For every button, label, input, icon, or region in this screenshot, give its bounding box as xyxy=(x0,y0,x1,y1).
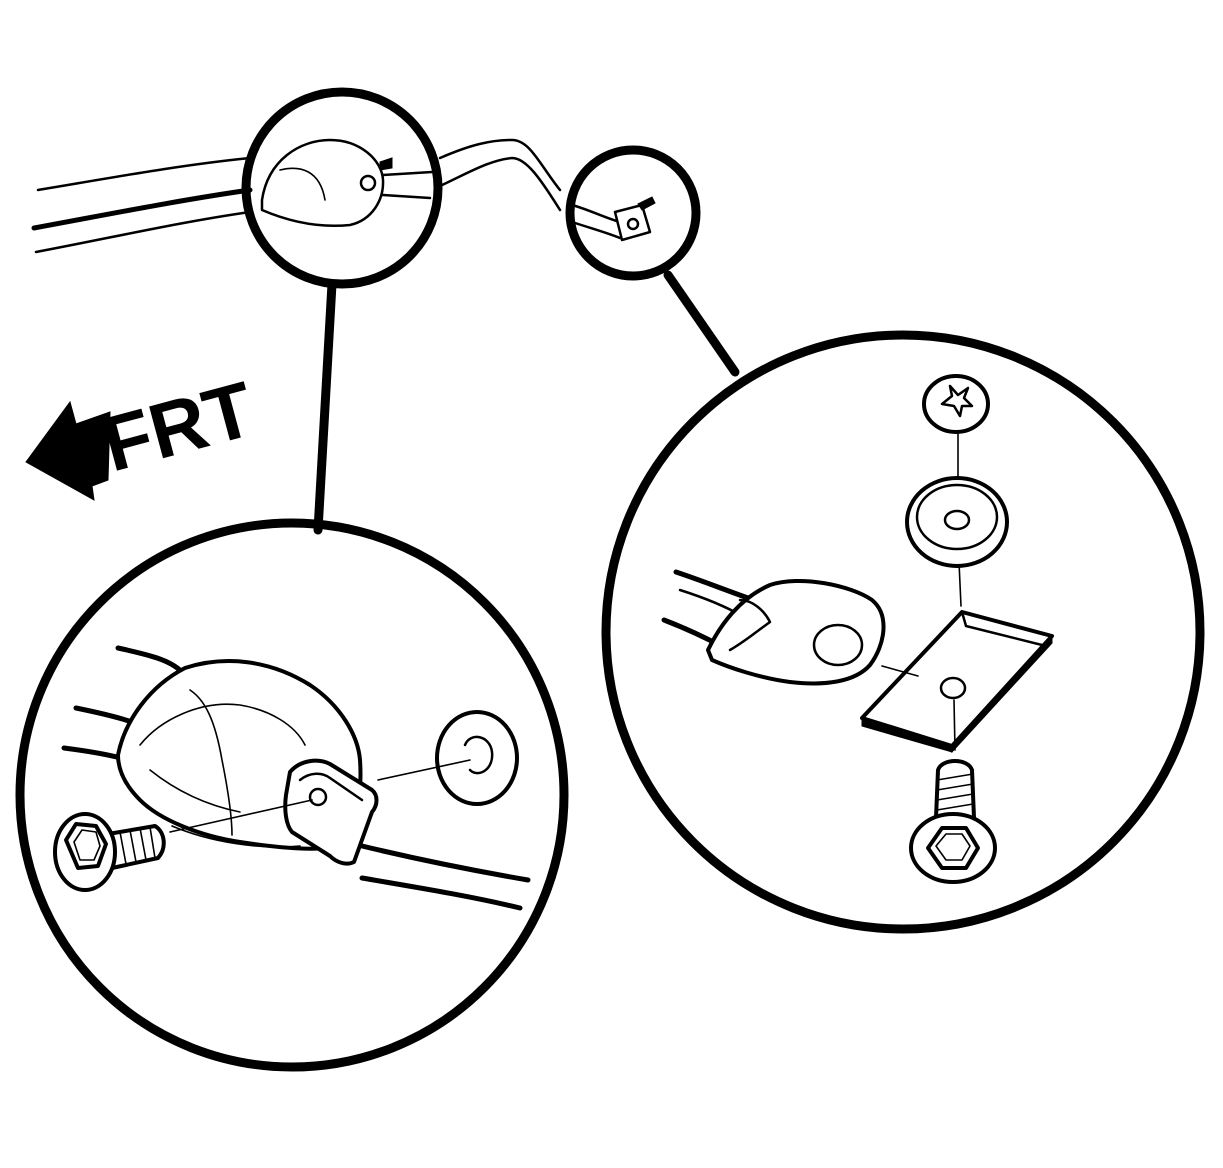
hex-bolt-right xyxy=(909,759,997,884)
nut-plate-top-edge xyxy=(960,610,1048,648)
large-hanger-tab-edge xyxy=(298,772,364,802)
detail-circle-large-right-ring xyxy=(601,330,1205,934)
strap-tab-fold xyxy=(728,598,772,652)
align-line-bolt xyxy=(169,799,313,833)
large-pipe-top-edge xyxy=(115,645,185,675)
small-hanger-strap xyxy=(381,170,434,200)
grommet-outer xyxy=(435,710,519,806)
push-nut-star-icon xyxy=(940,384,974,418)
detail-circle-small-right xyxy=(565,145,701,281)
overview-pipe-assembly xyxy=(31,138,562,254)
detail-circle-small-left-ring xyxy=(241,87,443,289)
small-hanger-bolt-icon xyxy=(359,174,377,192)
push-nut-ring xyxy=(922,374,990,434)
hex-bolt-left-threads xyxy=(119,826,156,865)
detail-circle-large-left xyxy=(15,518,569,1072)
large-hanger-contour-1 xyxy=(139,703,306,746)
small-hanger-shade xyxy=(279,167,326,201)
strap-tab-hole xyxy=(812,623,864,667)
leader-right xyxy=(663,270,740,377)
detail-circle-large-left-ring xyxy=(15,518,569,1072)
washer xyxy=(905,476,1009,568)
strap-arm-upper xyxy=(673,569,751,601)
direction-label: FRT xyxy=(94,364,263,488)
washer-hole xyxy=(943,509,971,531)
hex-bolt-right-head-face xyxy=(935,833,971,861)
align-line-tab-plate xyxy=(881,665,919,677)
pipe-right-lower xyxy=(438,156,562,212)
washer-inner-face xyxy=(915,483,999,551)
arrow-left-icon xyxy=(25,400,111,501)
hex-bolt-left-shank xyxy=(106,824,166,870)
large-hanger-contour-3 xyxy=(149,769,241,813)
small-nut-plate-bolt-icon xyxy=(626,217,640,231)
align-line-grommet xyxy=(377,759,471,781)
large-pipe-right-lower xyxy=(359,875,523,911)
small-strap-right xyxy=(570,203,622,240)
large-hanger-contour-2 xyxy=(189,689,233,836)
small-hanger-body xyxy=(260,138,385,227)
align-line-vertical-low xyxy=(953,699,956,751)
pipe-lower-edge xyxy=(31,187,253,231)
leader-left xyxy=(313,279,337,535)
hex-bolt-right-threads xyxy=(936,773,974,811)
large-pipe-right-upper xyxy=(359,843,531,883)
large-tab-hole xyxy=(308,787,328,807)
small-hanger-tab xyxy=(379,157,393,171)
hex-bolt-left xyxy=(53,812,166,892)
pipe-outer-edge xyxy=(34,210,252,254)
nut-plate-hole xyxy=(939,676,967,700)
push-nut xyxy=(922,374,990,434)
pipe-upper-edge xyxy=(36,156,252,192)
detail-circle-large-right xyxy=(601,330,1205,934)
large-hanger-flange xyxy=(171,825,301,848)
nut-plate-side-right xyxy=(951,634,1053,754)
detail-circle-small-right-ring xyxy=(565,145,701,281)
hex-bolt-left-head-face xyxy=(73,829,101,861)
grommet-inner xyxy=(463,735,494,775)
detail-circle-small-left xyxy=(241,87,443,289)
front-direction-indicator: FRT xyxy=(25,364,263,501)
pipe-right-upper xyxy=(438,138,562,192)
small-stud xyxy=(637,196,656,211)
large-hanger-tab xyxy=(283,758,379,866)
